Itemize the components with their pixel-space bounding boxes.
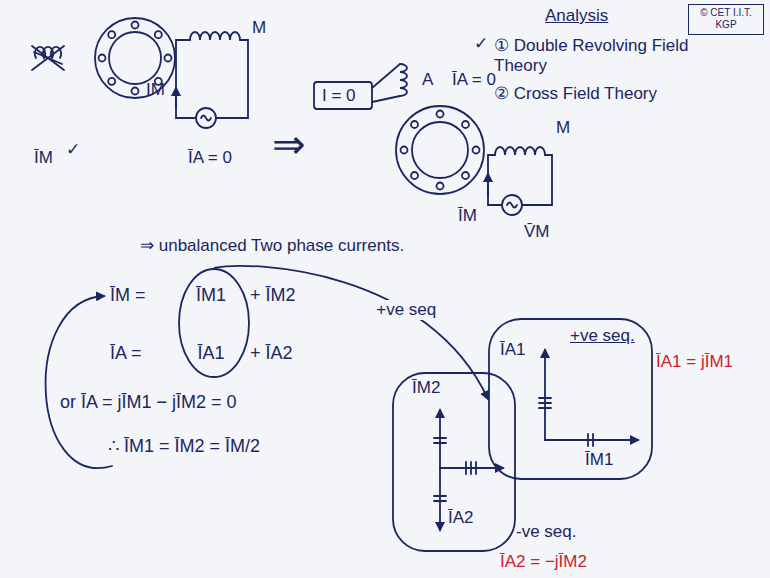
equation: ∴ ĪM1 = ĪM2 = ĪM/2 (108, 436, 260, 458)
implies-arrow: ⇒ (272, 120, 306, 168)
equation: ĪA2 = −jĪM2 (500, 552, 587, 572)
current-label: ĪM (458, 206, 477, 226)
outline-ellipse (179, 269, 249, 377)
method-item: ② Cross Field Theory (494, 84, 657, 104)
equation: ĪA1 = jĪM1 (656, 352, 733, 372)
node-text: ĪA2 (448, 508, 474, 528)
node-text: ĪM1 (585, 450, 613, 470)
node-text: +ve seq. (570, 326, 635, 346)
note: ⇒ unbalanced Two phase currents. (140, 236, 404, 256)
outline-loop (489, 319, 652, 479)
winding-name: M (556, 118, 570, 138)
node-text: ĪA1 (178, 343, 244, 365)
equation: + ĪA2 (250, 343, 293, 365)
equation: ĪM = (110, 285, 146, 307)
node-text: ĪM1 (178, 285, 244, 307)
current-label: I = 0 (322, 86, 356, 106)
node-text: ĪM2 (412, 378, 440, 398)
check-mark: ✓ (66, 140, 80, 160)
method-item: ① Double Revolving Field Theory (494, 36, 699, 77)
logo-box: © CET I.I.T. KGP (688, 4, 764, 35)
sequence-label: -ve seq. (516, 522, 576, 542)
outline-loop (393, 373, 515, 551)
node-text: ĪA1 (500, 340, 526, 360)
positive-sequence-group: ĪA1 +ve seq. ĪM1 (488, 318, 653, 480)
current-label: ĪA = 0 (188, 148, 232, 168)
connector-arrow (214, 266, 488, 399)
winding-name: A (422, 70, 433, 90)
current-label: ĪA = 0 (452, 70, 496, 90)
winding-name: M (252, 18, 266, 38)
equation: ĪA = (110, 343, 142, 365)
check-mark: ✓ (474, 34, 488, 54)
equation: or ĪA = jĪM1 − jĪM2 = 0 (60, 392, 237, 414)
current-label: ĪM (34, 148, 53, 168)
negative-sequence-group: ĪM2ĪA2 (392, 372, 516, 552)
equation: + ĪM2 (250, 285, 296, 307)
voltage-label: V̄M (524, 222, 550, 242)
outline-box (689, 5, 764, 35)
heading: Analysis (545, 6, 608, 26)
connector-label: +ve seq (373, 300, 439, 320)
circled-phasors: ĪM1ĪA1 (178, 268, 250, 378)
current-label: IM (146, 80, 165, 100)
node-text: © CET I.I.T. KGP (698, 7, 754, 31)
